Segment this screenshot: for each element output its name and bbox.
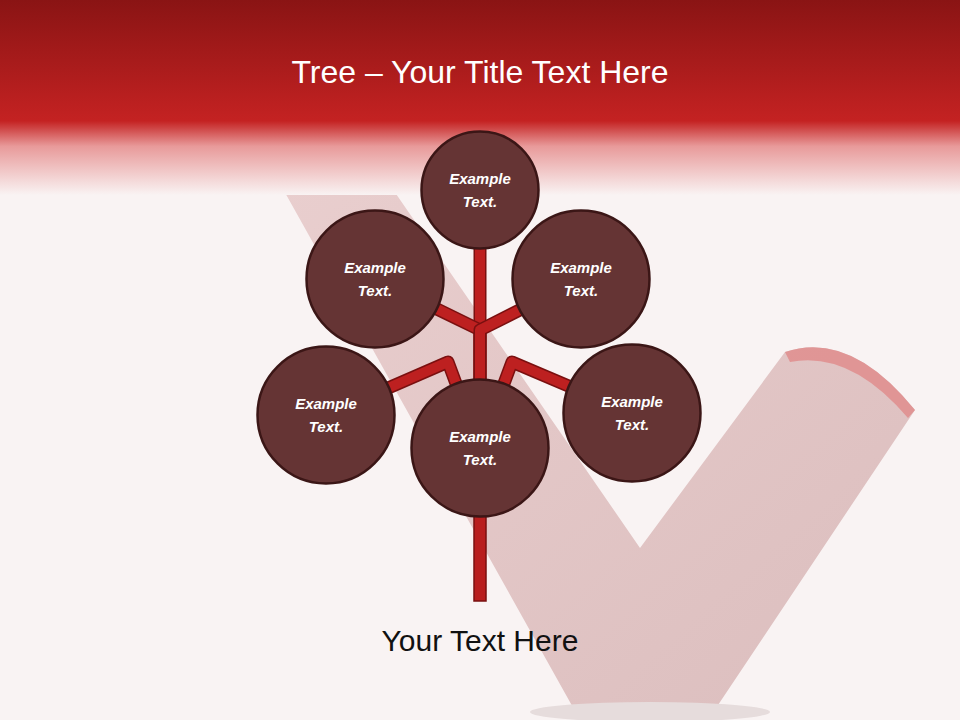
- branch-connector: [504, 362, 568, 386]
- circle-shape: [511, 209, 651, 349]
- circle-shape: [256, 345, 396, 485]
- circle-node: Example Text.: [562, 343, 702, 483]
- branch-connector: [389, 362, 456, 388]
- circle-shape: [305, 209, 445, 349]
- node-label: Example Text.: [539, 256, 623, 302]
- node-label: Example Text.: [438, 425, 522, 471]
- circle-node: Example Text.: [511, 209, 651, 349]
- circle-shape: [420, 130, 540, 250]
- node-label: Example Text.: [444, 167, 516, 213]
- circle-node: Example Text.: [305, 209, 445, 349]
- circle-shape: [562, 343, 702, 483]
- node-label: Example Text.: [333, 256, 417, 302]
- node-label: Example Text.: [284, 392, 368, 438]
- circle-node: Example Text.: [420, 130, 540, 250]
- circle-node: Example Text.: [256, 345, 396, 485]
- caption-text: Your Text Here: [0, 624, 960, 658]
- node-label: Example Text.: [590, 390, 674, 436]
- circle-shape: [410, 378, 550, 518]
- circle-node: Example Text.: [410, 378, 550, 518]
- slide-title: Tree – Your Title Text Here: [0, 54, 960, 91]
